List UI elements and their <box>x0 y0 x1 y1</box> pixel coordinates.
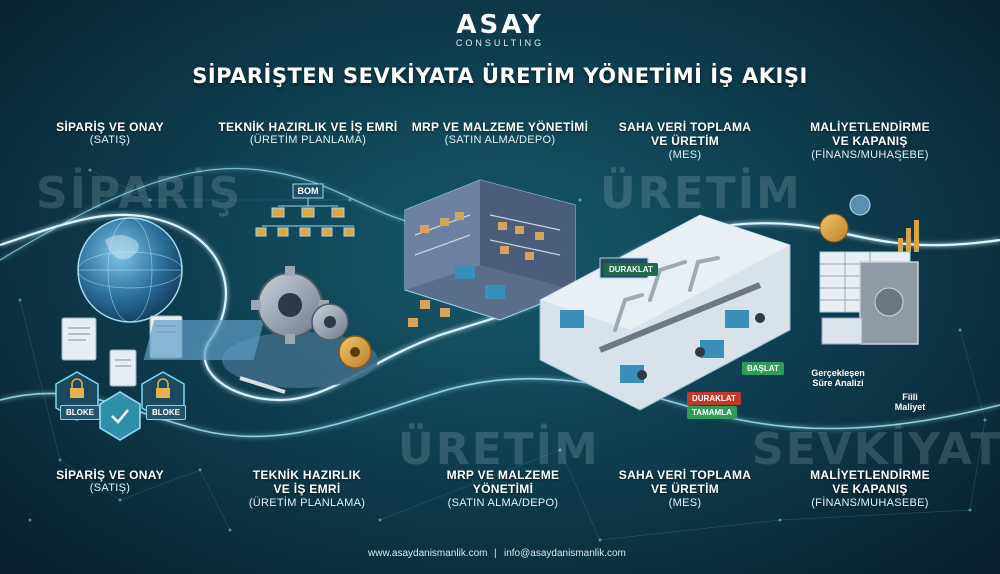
watermark-siparis: SİPARİŞ <box>36 168 243 219</box>
footer-email[interactable]: info@asaydanismanlik.com <box>504 548 626 559</box>
top-stage-3-subtitle: (SATIN ALMA/DEPO) <box>444 134 556 147</box>
bloke-badge-left: BLOKE <box>60 405 100 420</box>
bottom-stage-4: SAHA VERİ TOPLAMA VE ÜRETİM (MES) <box>600 468 770 510</box>
gear-icon <box>143 266 378 394</box>
watermark-uretim-top: ÜRETİM <box>600 168 802 219</box>
bottom-stage-4-title-line2: VE ÜRETİM <box>650 482 720 497</box>
bottom-stage-5-title-line1: MALİYETLENDİRME <box>810 468 930 482</box>
bottom-stage-5: MALİYETLENDİRME VE KAPANIŞ (FİNANS/MUHAS… <box>790 468 950 510</box>
gerceklesen-sure-label: Gerçekleşen Süre Analizi <box>796 368 880 388</box>
fiili-maliyet-label: Fiili Maliyet <box>880 392 940 412</box>
duraklat-button: DURAKLAT <box>687 392 741 405</box>
watermark-uretim-bottom: ÜRETİM <box>398 424 600 475</box>
bottom-stage-4-title-line1: SAHA VERİ TOPLAMA <box>618 468 752 482</box>
top-stage-2: TEKNİK HAZIRLIK VE İŞ EMRİ (ÜRETİM PLANL… <box>208 120 408 148</box>
bottom-stage-1: SİPARİŞ VE ONAY (SATIŞ) <box>40 468 180 496</box>
tamamla-button: TAMAMLA <box>687 406 737 419</box>
bottom-stage-4-subtitle: (MES) <box>668 496 702 509</box>
bloke-badge-right: BLOKE <box>146 405 186 420</box>
footer-website[interactable]: www.asaydanismanlik.com <box>368 548 488 559</box>
globe-icon <box>77 217 183 323</box>
footer-divider: | <box>494 548 497 559</box>
top-stage-1: SİPARİŞ VE ONAY (SATIŞ) <box>40 120 180 148</box>
top-stage-4-title-line2: VE ÜRETİM <box>650 134 720 149</box>
fiili-line1: Fiili <box>902 392 918 402</box>
bottom-stage-2-title-line1: TEKNİK HAZIRLIK <box>252 468 362 482</box>
check-hexagon-icon <box>99 391 141 441</box>
top-stage-1-subtitle: (SATIŞ) <box>89 134 131 147</box>
company-logo: ASAY <box>456 10 544 40</box>
bottom-stage-3-title-line2: YÖNETİMİ <box>472 482 534 497</box>
top-stage-2-title: TEKNİK HAZIRLIK VE İŞ EMRİ <box>218 120 398 134</box>
bottom-stage-1-title: SİPARİŞ VE ONAY <box>56 468 164 482</box>
bottom-stage-2-subtitle: (ÜRETİM PLANLAMA) <box>248 496 366 509</box>
warehouse-icon <box>404 179 576 327</box>
bottom-stage-2-title-line2: VE İŞ EMRİ <box>273 482 341 497</box>
bottom-stage-1-subtitle: (SATIŞ) <box>89 482 131 495</box>
bom-tree-icon <box>255 183 355 237</box>
top-stage-4-title-line1: SAHA VERİ TOPLAMA <box>618 120 752 134</box>
bottom-stage-3-subtitle: (SATIN ALMA/DEPO) <box>447 496 559 509</box>
page-title: SİPARİŞTEN SEVKİYATA ÜRETİM YÖNETİMİ İŞ … <box>192 64 808 88</box>
duraklat-badge-top: DURAKLAT <box>604 263 658 276</box>
top-stage-4-subtitle: (MES) <box>668 148 702 161</box>
bottom-stage-5-title-line2: VE KAPANIŞ <box>832 482 908 497</box>
baslat-button: BAŞLAT <box>742 362 784 375</box>
bottom-stage-5-subtitle: (FİNANS/MUHASEBE) <box>811 496 929 509</box>
top-stage-5-title: MALİYETLENDİRME <box>810 120 930 134</box>
top-stage-2-subtitle: (ÜRETİM PLANLAMA) <box>249 134 367 147</box>
top-stage-4: SAHA VERİ TOPLAMA VE ÜRETİM (MES) <box>600 120 770 162</box>
bottom-stage-2: TEKNİK HAZIRLIK VE İŞ EMRİ (ÜRETİM PLANL… <box>222 468 392 510</box>
top-stage-5-title-line2: VE KAPANIŞ <box>832 134 908 149</box>
network-lines <box>19 169 986 541</box>
top-stage-1-title: SİPARİŞ VE ONAY <box>56 120 164 134</box>
bottom-stage-3: MRP VE MALZEME YÖNETİMİ (SATIN ALMA/DEPO… <box>418 468 588 510</box>
bom-label: BOM <box>297 186 319 196</box>
network-dots <box>18 158 987 542</box>
company-tagline: CONSULTING <box>455 38 545 48</box>
factory-floor-icon <box>539 214 791 411</box>
gerceklesen-line2: Süre Analizi <box>812 378 864 388</box>
top-stage-3: MRP VE MALZEME YÖNETİMİ (SATIN ALMA/DEPO… <box>400 120 600 148</box>
watermark-sevkiyat: SEVKİYAT <box>752 424 1000 475</box>
finance-icon <box>819 194 919 345</box>
gerceklesen-line1: Gerçekleşen <box>811 368 865 378</box>
top-stage-3-title: MRP VE MALZEME YÖNETİMİ <box>411 120 589 134</box>
fiili-line2: Maliyet <box>894 402 926 412</box>
bottom-stage-3-title-line1: MRP VE MALZEME <box>446 468 560 482</box>
top-stage-5-subtitle: (FİNANS/MUHASEBE) <box>811 148 929 161</box>
top-stage-5: MALİYETLENDİRME VE KAPANIŞ (FİNANS/MUHAS… <box>790 120 950 162</box>
